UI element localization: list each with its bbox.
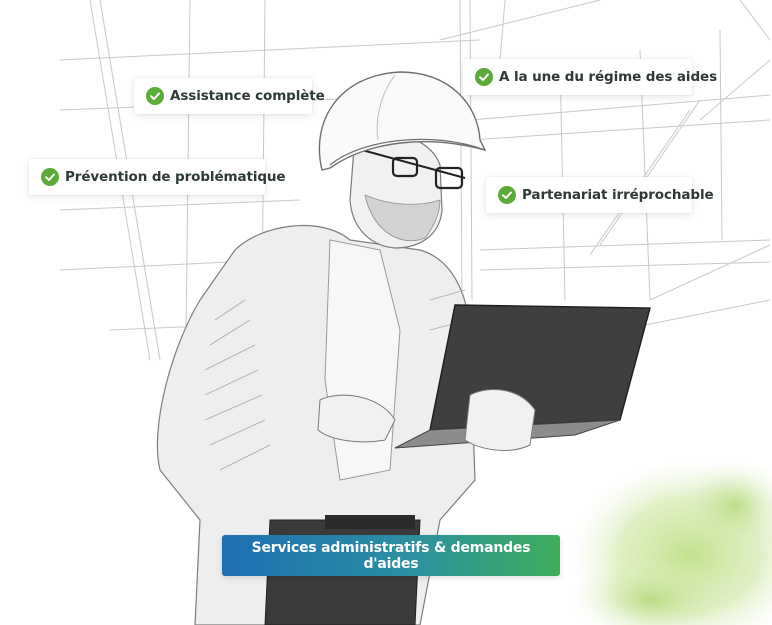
feature-badge-une: A la une du régime des aides [463,59,717,95]
check-circle-icon [475,68,493,86]
watercolor-splash [570,460,772,625]
check-circle-icon [146,87,164,105]
engineer-figure [156,71,651,625]
feature-label: Prévention de problématique [65,169,286,185]
services-cta-button[interactable]: Services administratifs & demandes d'aid… [222,535,560,576]
check-circle-icon [498,186,516,204]
feature-label: Assistance complète [170,88,325,104]
feature-badge-assistance: Assistance complète [134,78,325,114]
feature-label: A la une du régime des aides [499,69,718,85]
feature-badge-partenariat: Partenariat irréprochable [486,177,714,213]
check-circle-icon [41,168,59,186]
feature-label: Partenariat irréprochable [522,187,714,203]
feature-badge-prevention: Prévention de problématique [29,159,286,195]
